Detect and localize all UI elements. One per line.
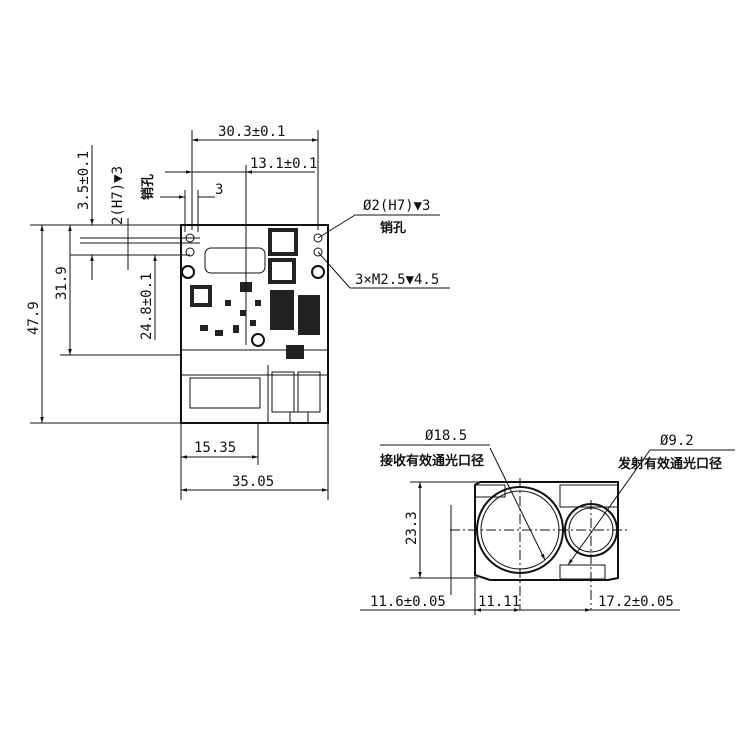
emit-label: 发射有效通光口径 [617,456,722,472]
top-view-labels: 30.3±0.1 13.1±0.1 3 Ø2(H7)▼3 销孔 3×M2.5▼4… [26,124,439,490]
receive-label: 接收有效通光口径 [380,453,484,469]
dim-11-6: 11.6±0.05 [370,594,446,610]
front-view-labels: Ø18.5 接收有效通光口径 Ø9.2 发射有效通光口径 23.3 11.6±0… [370,428,722,610]
screw-callout: 3×M2.5▼4.5 [355,272,439,288]
dim-13-1: 13.1±0.1 [250,156,317,172]
pin-hole-callout: Ø2(H7)▼3 [363,198,430,214]
top-view-board [180,224,329,424]
dim-pin-hole-left: 2(H7)▼3 [110,166,126,225]
dim-3-5: 3.5±0.1 [76,151,92,210]
top-view-dimensions [30,130,450,500]
dim-47-9: 47.9 [26,301,42,335]
dim-35-05: 35.05 [232,474,274,490]
emit-diameter: Ø9.2 [660,433,694,449]
dim-15-35: 15.35 [194,440,236,456]
dim-11-11: 11.11 [478,594,520,610]
receive-diameter: Ø18.5 [425,428,467,444]
dim-30-3: 30.3±0.1 [218,124,285,140]
dim-24-8: 24.8±0.1 [139,273,155,340]
pin-hole-label: 销孔 [380,220,406,236]
dim-3: 3 [215,182,223,198]
front-view-body [450,478,630,610]
pin-hole-left-label: 销孔 [140,174,156,200]
dim-17-2: 17.2±0.05 [598,594,674,610]
dim-31-9: 31.9 [54,266,70,300]
dim-23-3: 23.3 [404,511,420,545]
front-view-dimensions [360,444,735,615]
